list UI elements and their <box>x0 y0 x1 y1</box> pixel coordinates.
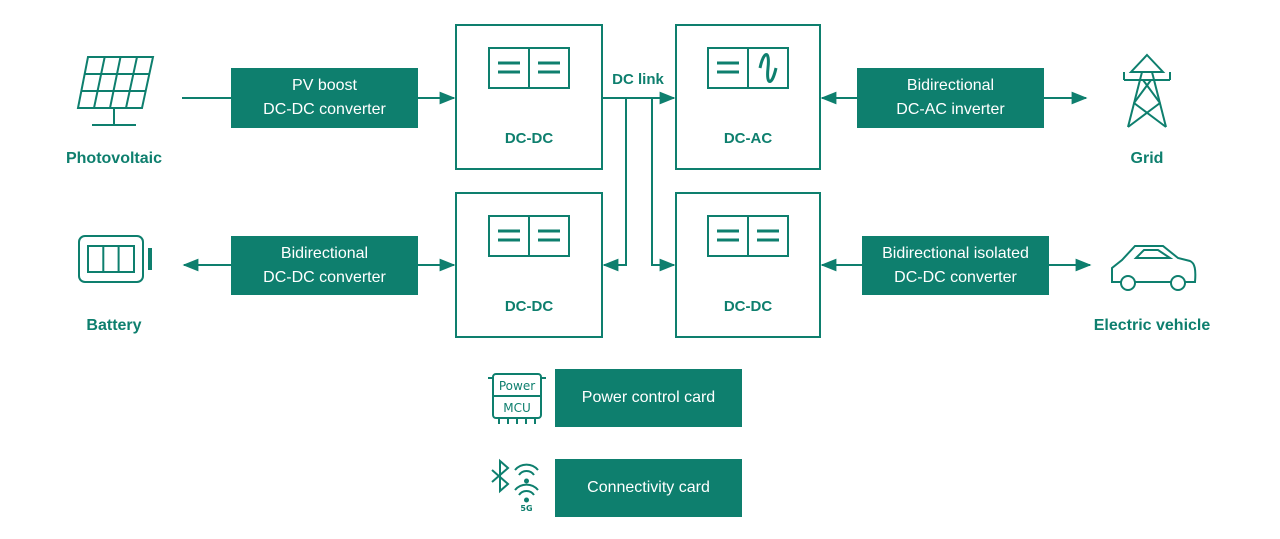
car-icon <box>1111 245 1197 291</box>
ev-converter-line1: Bidirectional isolated <box>882 244 1029 262</box>
battery-label: Battery <box>86 317 142 334</box>
mcu-chip-icon <box>488 373 546 424</box>
5g-label: 5G <box>520 504 532 513</box>
transmission-tower-icon <box>1123 53 1171 128</box>
mcu-chip-line1: Power <box>499 379 535 393</box>
grid-inverter-box: Bidirectional DC-AC inverter <box>857 68 1044 128</box>
solar-panel-icon <box>76 56 155 126</box>
pv-boost-line2: DC-DC converter <box>263 101 386 118</box>
dc-link-label: DC link <box>612 71 664 88</box>
battery-converter-line2: DC-DC converter <box>263 268 386 286</box>
bluetooth-icon <box>491 458 510 494</box>
connectivity-card-label: Connectivity card <box>587 479 710 496</box>
mcu-chip-line2: MCU <box>503 401 531 415</box>
ev-converter-box: Bidirectional isolated DC-DC converter <box>862 236 1049 295</box>
grid-label: Grid <box>1130 150 1164 167</box>
photovoltaic-label: Photovoltaic <box>65 150 162 167</box>
signal-dot <box>524 497 529 503</box>
dcdc-block-top-left <box>455 24 603 170</box>
ev-converter-line2: DC-DC converter <box>894 268 1017 286</box>
power-control-card-label: Power control card <box>581 389 716 406</box>
battery-icon <box>78 235 152 283</box>
dcdc-block-bottom-left <box>455 192 603 338</box>
dc-dc-symbol-icon <box>488 47 570 89</box>
dc-link-bus <box>602 91 676 272</box>
pv-boost-line1: PV boost <box>292 77 357 94</box>
block-label-top-left: DC-DC <box>504 130 554 147</box>
connectivity-card: Connectivity card <box>555 459 742 517</box>
block-label-bottom-left: DC-DC <box>504 298 554 315</box>
power-control-card: Power control card <box>555 369 742 427</box>
5g-signal-icon <box>514 483 539 496</box>
battery-converter-box: Bidirectional DC-DC converter <box>231 236 418 295</box>
wifi-dot <box>524 478 529 484</box>
electric-vehicle-label: Electric vehicle <box>1093 317 1211 334</box>
dcdc-block-bottom-right <box>675 192 821 338</box>
block-label-top-right: DC-AC <box>723 130 773 147</box>
pv-boost-converter-box: PV boost DC-DC converter <box>231 68 418 128</box>
battery-converter-line1: Bidirectional <box>280 244 369 262</box>
grid-inverter-line1: Bidirectional <box>906 77 995 94</box>
grid-inverter-line2: DC-AC inverter <box>896 101 1005 118</box>
block-label-bottom-right: DC-DC <box>723 298 773 315</box>
dcac-block-top-right <box>675 24 821 170</box>
dc-dc-symbol-icon <box>707 215 789 257</box>
wifi-icon <box>514 463 539 476</box>
dc-dc-symbol-icon <box>488 215 570 257</box>
dc-ac-symbol-icon <box>707 47 789 89</box>
